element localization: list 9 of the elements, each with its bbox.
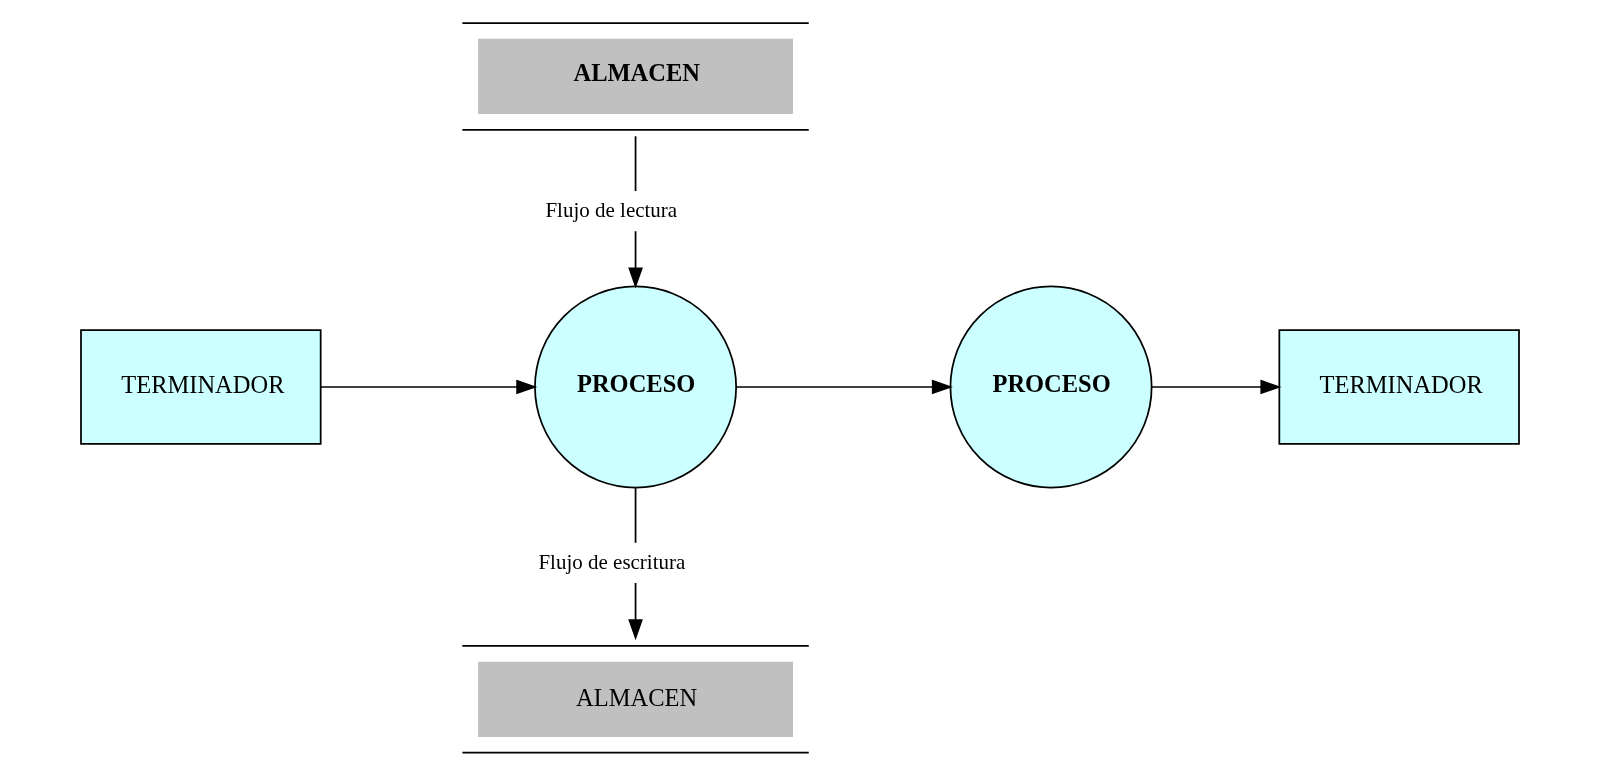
arrow	[1150, 379, 1281, 395]
node-circle: PROCESO	[949, 285, 1152, 489]
arrow	[319, 379, 537, 395]
node-circle: PROCESO	[533, 285, 737, 489]
edge-label: Flujo de lectura	[544, 198, 677, 223]
edge-label: Flujo de escritura	[537, 550, 685, 575]
node-box: TERMINADOR	[1277, 329, 1520, 445]
arrow	[735, 379, 953, 395]
node-box: TERMINADOR	[79, 329, 322, 445]
